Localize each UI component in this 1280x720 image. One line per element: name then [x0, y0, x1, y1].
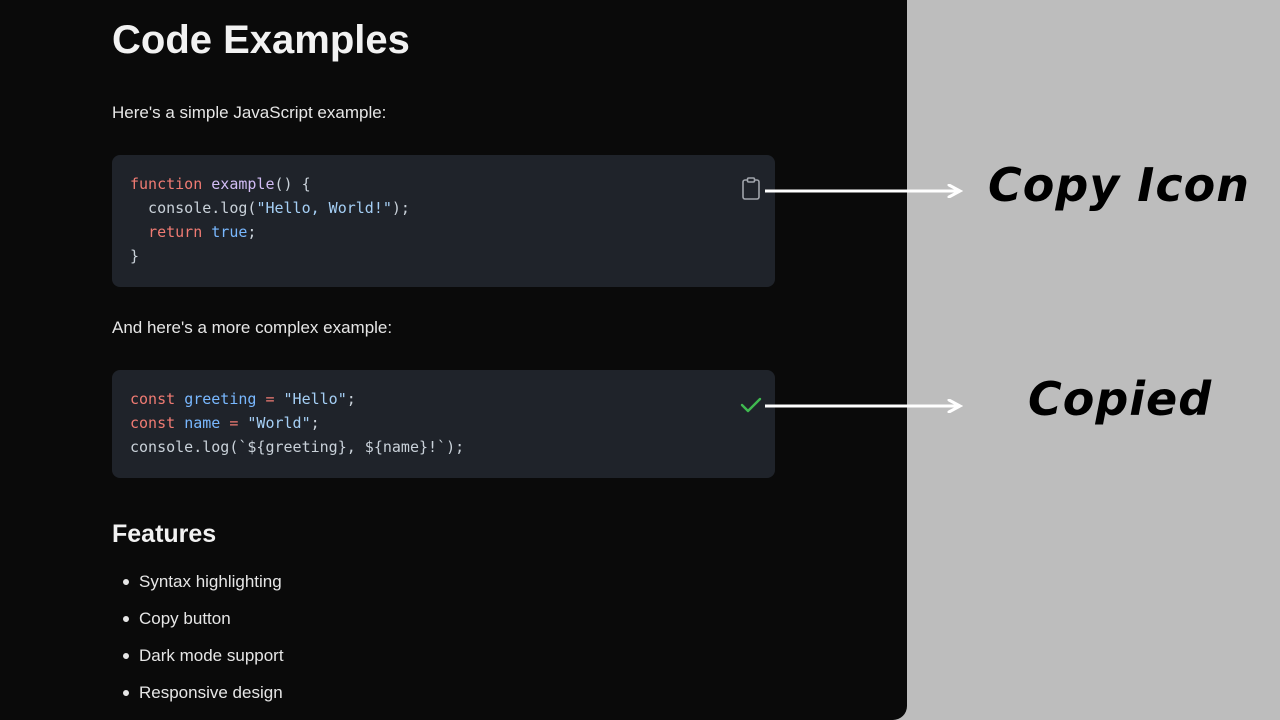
copy-button[interactable] [739, 177, 763, 201]
code-token: "Hello" [283, 390, 347, 408]
code-token: "World" [247, 414, 311, 432]
code-token [220, 414, 229, 432]
code-token: ; [247, 223, 257, 241]
list-item: Copy button [112, 609, 284, 646]
code-token: function [130, 175, 203, 193]
code-line: const greeting = "Hello"; [130, 387, 464, 411]
code-token: name [184, 414, 221, 432]
annotation-copied: Copied [1028, 372, 1213, 426]
code-line: console.log(`${greeting}, ${name}!`); [130, 435, 464, 459]
code-line: const name = "World"; [130, 411, 464, 435]
code-token [175, 390, 184, 408]
code-token: } [130, 247, 140, 265]
features-heading: Features [112, 520, 217, 548]
intro-text-2: And here's a more complex example: [112, 318, 393, 337]
code-token: console.log(`${greeting}, ${name}!`); [130, 438, 465, 456]
features-list: Syntax highlighting Copy button Dark mod… [112, 572, 284, 720]
code-line: function example() { [130, 172, 410, 196]
intro-text: Here's a simple JavaScript example: [112, 103, 387, 122]
code-line: return true; [130, 220, 410, 244]
copied-button[interactable] [739, 393, 763, 417]
code-token: ; [310, 414, 320, 432]
arrow-icon [765, 184, 963, 198]
code-token: = [265, 390, 275, 408]
annotation-copy-icon: Copy Icon [988, 158, 1251, 212]
code-token [202, 223, 211, 241]
code-token: const [130, 414, 176, 432]
code-block-1: function example() { console.log("Hello,… [112, 155, 775, 287]
code-token [130, 223, 148, 241]
code-token: console.log( [130, 199, 257, 217]
code-content: const greeting = "Hello";const name = "W… [130, 387, 464, 459]
clipboard-icon [742, 177, 760, 200]
list-item: Responsive design [112, 683, 284, 720]
code-token [175, 414, 184, 432]
code-token: return [148, 223, 203, 241]
code-token [202, 175, 211, 193]
code-token: () { [274, 175, 311, 193]
code-token: = [229, 414, 239, 432]
code-line: } [130, 244, 410, 268]
code-token [275, 390, 284, 408]
code-token: example [211, 175, 275, 193]
content-panel [0, 0, 907, 720]
code-token: ); [391, 199, 410, 217]
code-content: function example() { console.log("Hello,… [130, 172, 410, 268]
code-token: true [211, 223, 248, 241]
list-item: Syntax highlighting [112, 572, 284, 609]
code-token: "Hello, World!" [256, 199, 392, 217]
code-token: greeting [184, 390, 257, 408]
check-icon [740, 397, 762, 413]
list-item: Dark mode support [112, 646, 284, 683]
code-block-2: const greeting = "Hello";const name = "W… [112, 370, 775, 478]
code-line: console.log("Hello, World!"); [130, 196, 410, 220]
code-token: ; [346, 390, 356, 408]
page-title: Code Examples [112, 18, 410, 62]
code-token: const [130, 390, 176, 408]
arrow-icon [765, 399, 963, 413]
